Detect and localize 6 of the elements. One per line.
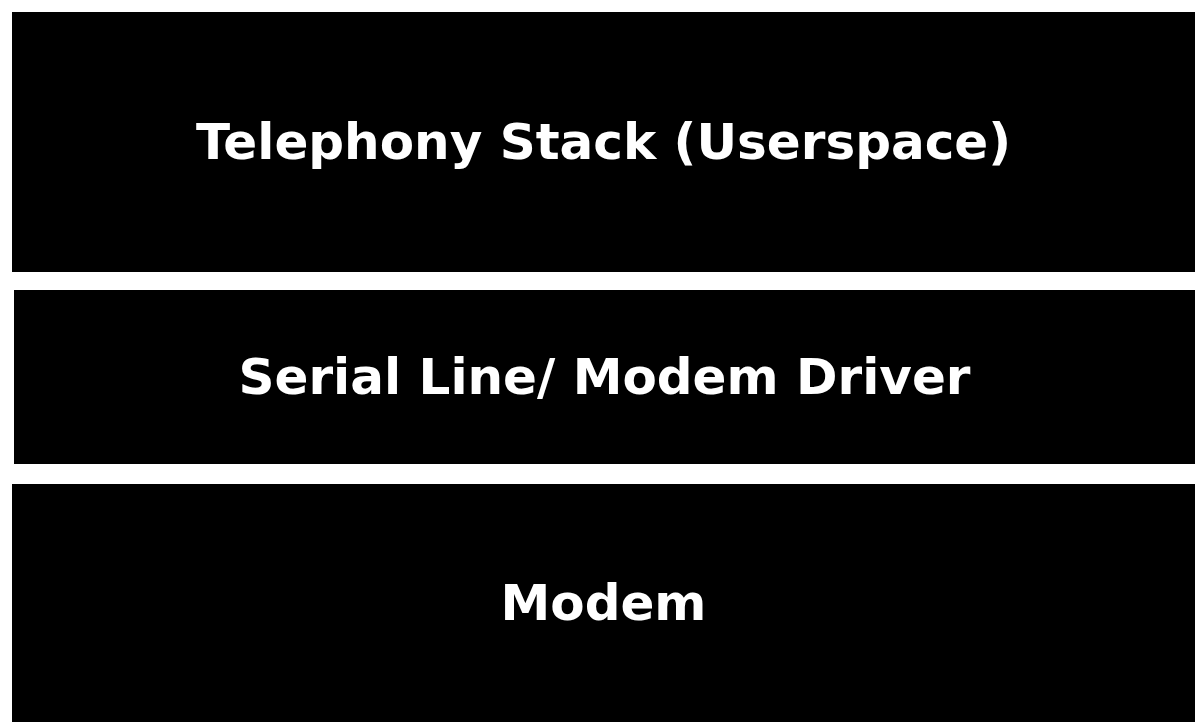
layer-box: [14, 290, 1195, 464]
layer-box: [12, 484, 1195, 722]
layer-label: Telephony Stack (Userspace): [195, 113, 1012, 171]
layer-label: Serial Line/ Modem Driver: [238, 348, 971, 406]
layer-label: Modem: [500, 574, 707, 632]
layer-box: [12, 12, 1195, 272]
